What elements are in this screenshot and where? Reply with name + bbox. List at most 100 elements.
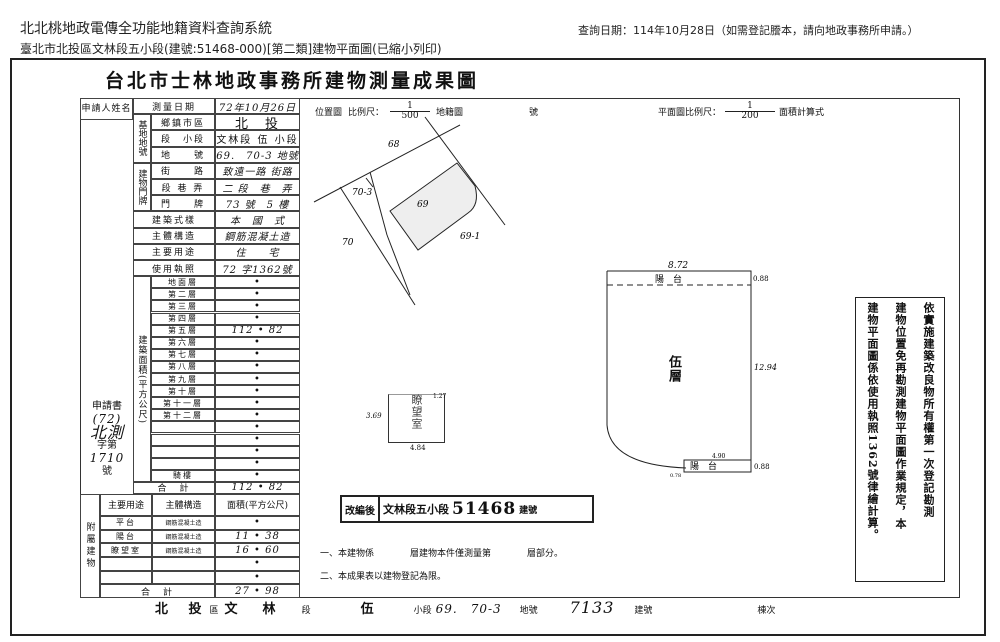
scale-numerator: 1	[407, 101, 413, 111]
row-label: 主體構造	[133, 227, 215, 244]
floor-plan: 8.72 0.88 12.94 4.90 0.88 0.78 陽 台 陽 台	[606, 261, 777, 479]
footer-section: 文 林	[224, 602, 282, 617]
attached-structure	[152, 570, 215, 585]
parcel-69: 69	[417, 200, 429, 210]
parcel-68: 68	[388, 140, 400, 150]
row-value: 文林段 伍 小段	[215, 130, 300, 147]
floor-label: 第二層	[151, 288, 215, 301]
footer-section-suffix: 段	[301, 606, 311, 616]
floor-label: 地面層	[151, 276, 215, 289]
attached-use: 瞭望室	[100, 543, 152, 557]
floor-area: •	[215, 276, 300, 289]
floor-area: •	[215, 385, 300, 398]
footer-lot-suffix: 地號	[519, 606, 538, 616]
row-value: 69. 70-3 地號	[215, 146, 300, 163]
system-title: 北北桃地政電傳全功能地籍資料查詢系統	[20, 21, 272, 37]
row-value: 北 投	[215, 114, 300, 131]
floor-label: 第四層	[151, 312, 215, 325]
renumber-suffix: 建號	[519, 505, 538, 516]
dim-right-bottom: 0.88	[754, 463, 770, 471]
floor-label: 第九層	[151, 373, 215, 386]
renumber-section: 文林段五小段	[383, 503, 449, 516]
floor-label: 第五層	[151, 324, 215, 337]
area-group-label: 建築面積(平方公尺)	[133, 276, 151, 482]
plan-scale-denominator: 200	[725, 111, 776, 121]
note-2: 二、本成果表以建物登記為限。	[320, 572, 447, 582]
row-label: 段 巷 弄	[151, 179, 215, 196]
row-value: 本 國 式	[215, 211, 300, 228]
floor-area: •	[215, 312, 300, 325]
plan-scale-numerator: 1	[747, 101, 753, 111]
floor-label: 第十一層	[151, 397, 215, 410]
lookout-dim-width: 4.84	[410, 444, 426, 452]
total-label: 合 計	[133, 481, 215, 494]
floor-label: 第十層	[151, 385, 215, 398]
floor-area: •	[215, 433, 300, 446]
bottom-balcony-label: 陽 台	[690, 460, 717, 472]
parcel-70-3: 70-3	[352, 188, 372, 198]
dim-bottom-left: 0.78	[670, 473, 681, 479]
document-subtitle: 臺北市北投區文林段五小段(建號:51468-000)[第二類]建物平面圖(已縮小…	[20, 42, 442, 56]
floor-label: 第三層	[151, 300, 215, 313]
attached-area: 11 • 38	[215, 529, 300, 544]
footer-subsection: 伍	[360, 602, 374, 617]
attached-header-area: 面積(平方公尺)	[215, 493, 300, 516]
application-year: (72)	[92, 412, 122, 426]
footer-building-count: 棟次	[757, 606, 776, 616]
floor-name: 伍層	[666, 355, 681, 383]
attached-structure: 鋼筋混凝土造	[152, 543, 215, 557]
dim-balcony: 4.90	[712, 453, 726, 460]
floor-area: •	[215, 457, 300, 470]
footer-district-suffix: 區	[209, 606, 219, 616]
cadastral-label: 地籍圖	[436, 108, 464, 118]
document-body	[80, 98, 960, 598]
row-value: 致遠一路 街路	[215, 162, 300, 179]
floor-label: 第十二層	[151, 409, 215, 422]
floor-label: 第八層	[151, 360, 215, 373]
row-label: 使用執照	[133, 260, 215, 277]
attached-header-use: 主要用途	[100, 493, 152, 516]
row-value: 73 號 5 樓	[215, 195, 300, 212]
row-value: 住 宅	[215, 243, 300, 260]
floor-label	[151, 445, 215, 458]
attached-area: •	[215, 556, 300, 571]
row-label: 測量日期	[133, 98, 215, 115]
floor-area: •	[215, 409, 300, 422]
attached-use: 平台	[100, 515, 152, 530]
row-label: 鄉鎮市區	[151, 114, 215, 131]
survey-document	[10, 58, 986, 636]
lookout-dim-height: 3.69	[366, 412, 382, 420]
attached-structure: 鋼筋混凝土造	[152, 515, 215, 530]
floor-label: 第六層	[151, 336, 215, 349]
plan-scale-label: 平面圖比例尺：	[658, 108, 722, 118]
footer-building-no: 7133	[569, 598, 615, 617]
attached-group-label: 附屬建物	[80, 493, 100, 598]
attached-header-structure: 主體構造	[152, 493, 215, 516]
row-label: 街 路	[151, 162, 215, 179]
renumber-number: 51468	[452, 499, 517, 519]
row-group-label: 建物門牌	[133, 162, 151, 212]
floor-label	[151, 457, 215, 470]
floor-area: •	[215, 397, 300, 410]
area-calc-label: 面積計算式	[779, 108, 825, 118]
cadastral-no-label: 號	[529, 108, 539, 118]
row-label: 主要用途	[133, 243, 215, 260]
applicant-label: 申請人姓名	[80, 98, 133, 120]
side-note-line-1: 依實施建築改良物所有權第一次登記勘測	[922, 302, 935, 518]
application-office: 北測	[89, 423, 124, 442]
floor-area: •	[215, 288, 300, 301]
query-date: 查詢日期：114年10月28日（如需登記謄本，請向地政事務所申請。）	[578, 24, 919, 37]
floor-label	[151, 421, 215, 434]
renumber-box: 改編後 文林段五小段 51468 建號	[340, 495, 594, 523]
attached-total-area: 27 • 98	[215, 584, 300, 598]
location-map: 68 70-3 69 70 69-1	[313, 116, 506, 306]
floor-area: •	[215, 300, 300, 313]
floor-area: 112 • 82	[215, 324, 300, 337]
footer-subsection-suffix: 小段	[413, 606, 432, 616]
row-label: 門 牌	[151, 195, 215, 212]
document-title: 台北市士林地政事務所建物測量成果圖	[105, 70, 480, 92]
total-area: 112 • 82	[215, 481, 300, 494]
attached-use	[100, 556, 152, 571]
